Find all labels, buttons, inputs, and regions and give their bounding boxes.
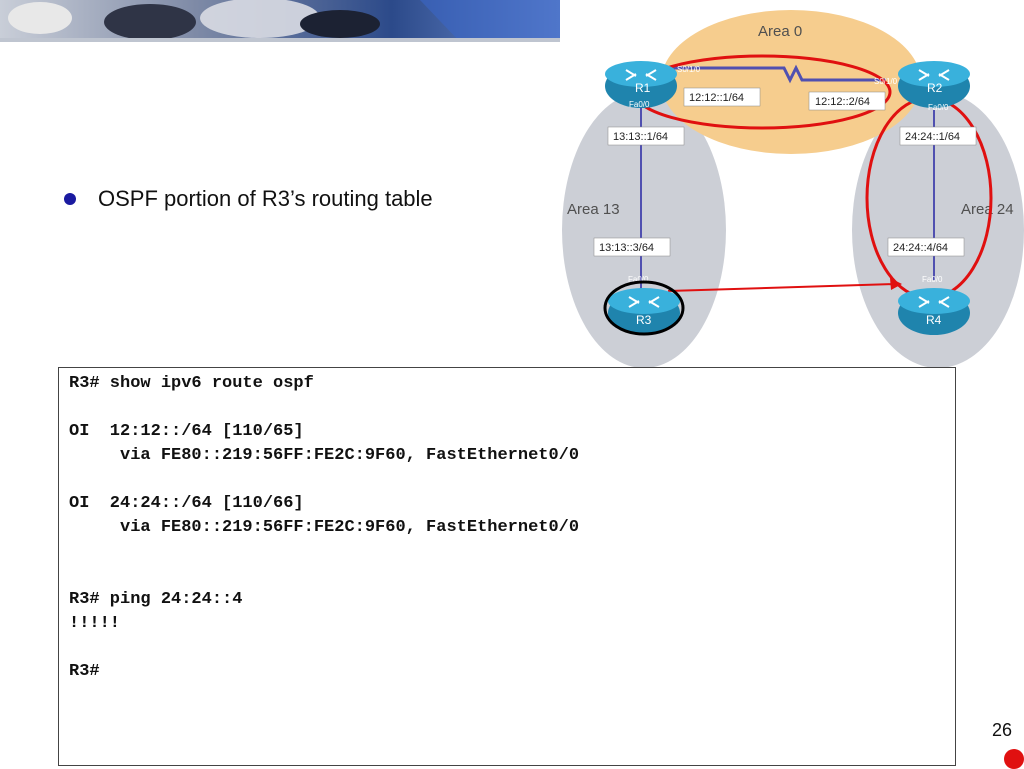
bullet-dot-icon — [64, 193, 76, 205]
svg-text:24:24::4/64: 24:24::4/64 — [893, 242, 948, 254]
svg-text:12:12::1/64: 12:12::1/64 — [689, 92, 744, 104]
area-24-label: Area 24 — [961, 201, 1014, 218]
r2-fa-interface: Fa0/0 — [928, 103, 949, 112]
area-0-label: Area 0 — [758, 23, 802, 40]
addr-r1-serial: 12:12::1/64 — [683, 87, 761, 107]
area-24-region — [852, 92, 1024, 368]
cli-line: via FE80::219:56FF:FE2C:9F60, FastEthern… — [69, 446, 580, 465]
cli-line: via FE80::219:56FF:FE2C:9F60, FastEthern… — [69, 518, 580, 537]
router-r2-label: R2 — [927, 81, 943, 95]
red-dot-icon — [1004, 749, 1024, 769]
r3-to-r4-arrowhead — [890, 278, 902, 290]
r2-serial-interface: S0/1/0 — [874, 77, 898, 86]
router-r4: R4 Fa0/0 — [898, 275, 970, 335]
area-13-region — [562, 92, 726, 368]
addr-r2-serial: 12:12::2/64 — [808, 91, 886, 111]
header-banner-image — [0, 0, 560, 42]
cli-line: !!!!! — [69, 614, 121, 633]
cli-line: R3# — [69, 662, 100, 681]
router-r1-label: R1 — [635, 81, 651, 95]
r3-highlight-ring — [603, 280, 685, 336]
addr-r1-fa: 13:13::1/64 — [607, 126, 685, 146]
r4-fa-interface: Fa0/0 — [922, 275, 943, 284]
router-r4-label: R4 — [926, 313, 942, 327]
r3-fa-interface: Fa0/0 — [628, 275, 649, 284]
svg-text:12:12::2/64: 12:12::2/64 — [815, 96, 870, 108]
network-diagram: Area 0 Area 13 Area 24 S0/1/0 S0/1/0 R1 … — [556, 10, 1024, 368]
addr-r2-fa: 24:24::1/64 — [899, 126, 977, 146]
cli-line: R3# show ipv6 route ospf — [69, 374, 314, 393]
bullet-item: OSPF portion of R3’s routing table — [64, 186, 433, 212]
svg-text:24:24::1/64: 24:24::1/64 — [905, 131, 960, 143]
router-r1: R1 Fa0/0 — [605, 61, 677, 109]
bullet-text: OSPF portion of R3’s routing table — [98, 186, 433, 211]
serial-link — [641, 64, 886, 84]
svg-text:13:13::3/64: 13:13::3/64 — [599, 242, 654, 254]
r3-to-r4-arrow — [667, 283, 897, 292]
addr-r4-fa: 24:24::4/64 — [887, 237, 965, 257]
cli-line: OI 24:24::/64 [110/66] — [69, 494, 304, 513]
router-r2: R2 Fa0/0 — [898, 61, 970, 112]
addr-r3-fa: 13:13::3/64 — [593, 237, 671, 257]
r1-serial-interface: S0/1/0 — [677, 65, 701, 74]
router-r3: R3 Fa0/0 — [603, 275, 685, 336]
cli-line: OI 12:12::/64 [110/65] — [69, 422, 304, 441]
router-r3-label: R3 — [636, 313, 652, 327]
page-number: 26 — [992, 720, 1013, 740]
cli-output-panel: R3# show ipv6 route ospf OI 12:12::/64 [… — [58, 367, 956, 766]
r1-fa-interface: Fa0/0 — [629, 100, 650, 109]
svg-text:13:13::1/64: 13:13::1/64 — [613, 131, 668, 143]
area-13-label: Area 13 — [567, 201, 620, 218]
cli-line: R3# ping 24:24::4 — [69, 590, 243, 609]
